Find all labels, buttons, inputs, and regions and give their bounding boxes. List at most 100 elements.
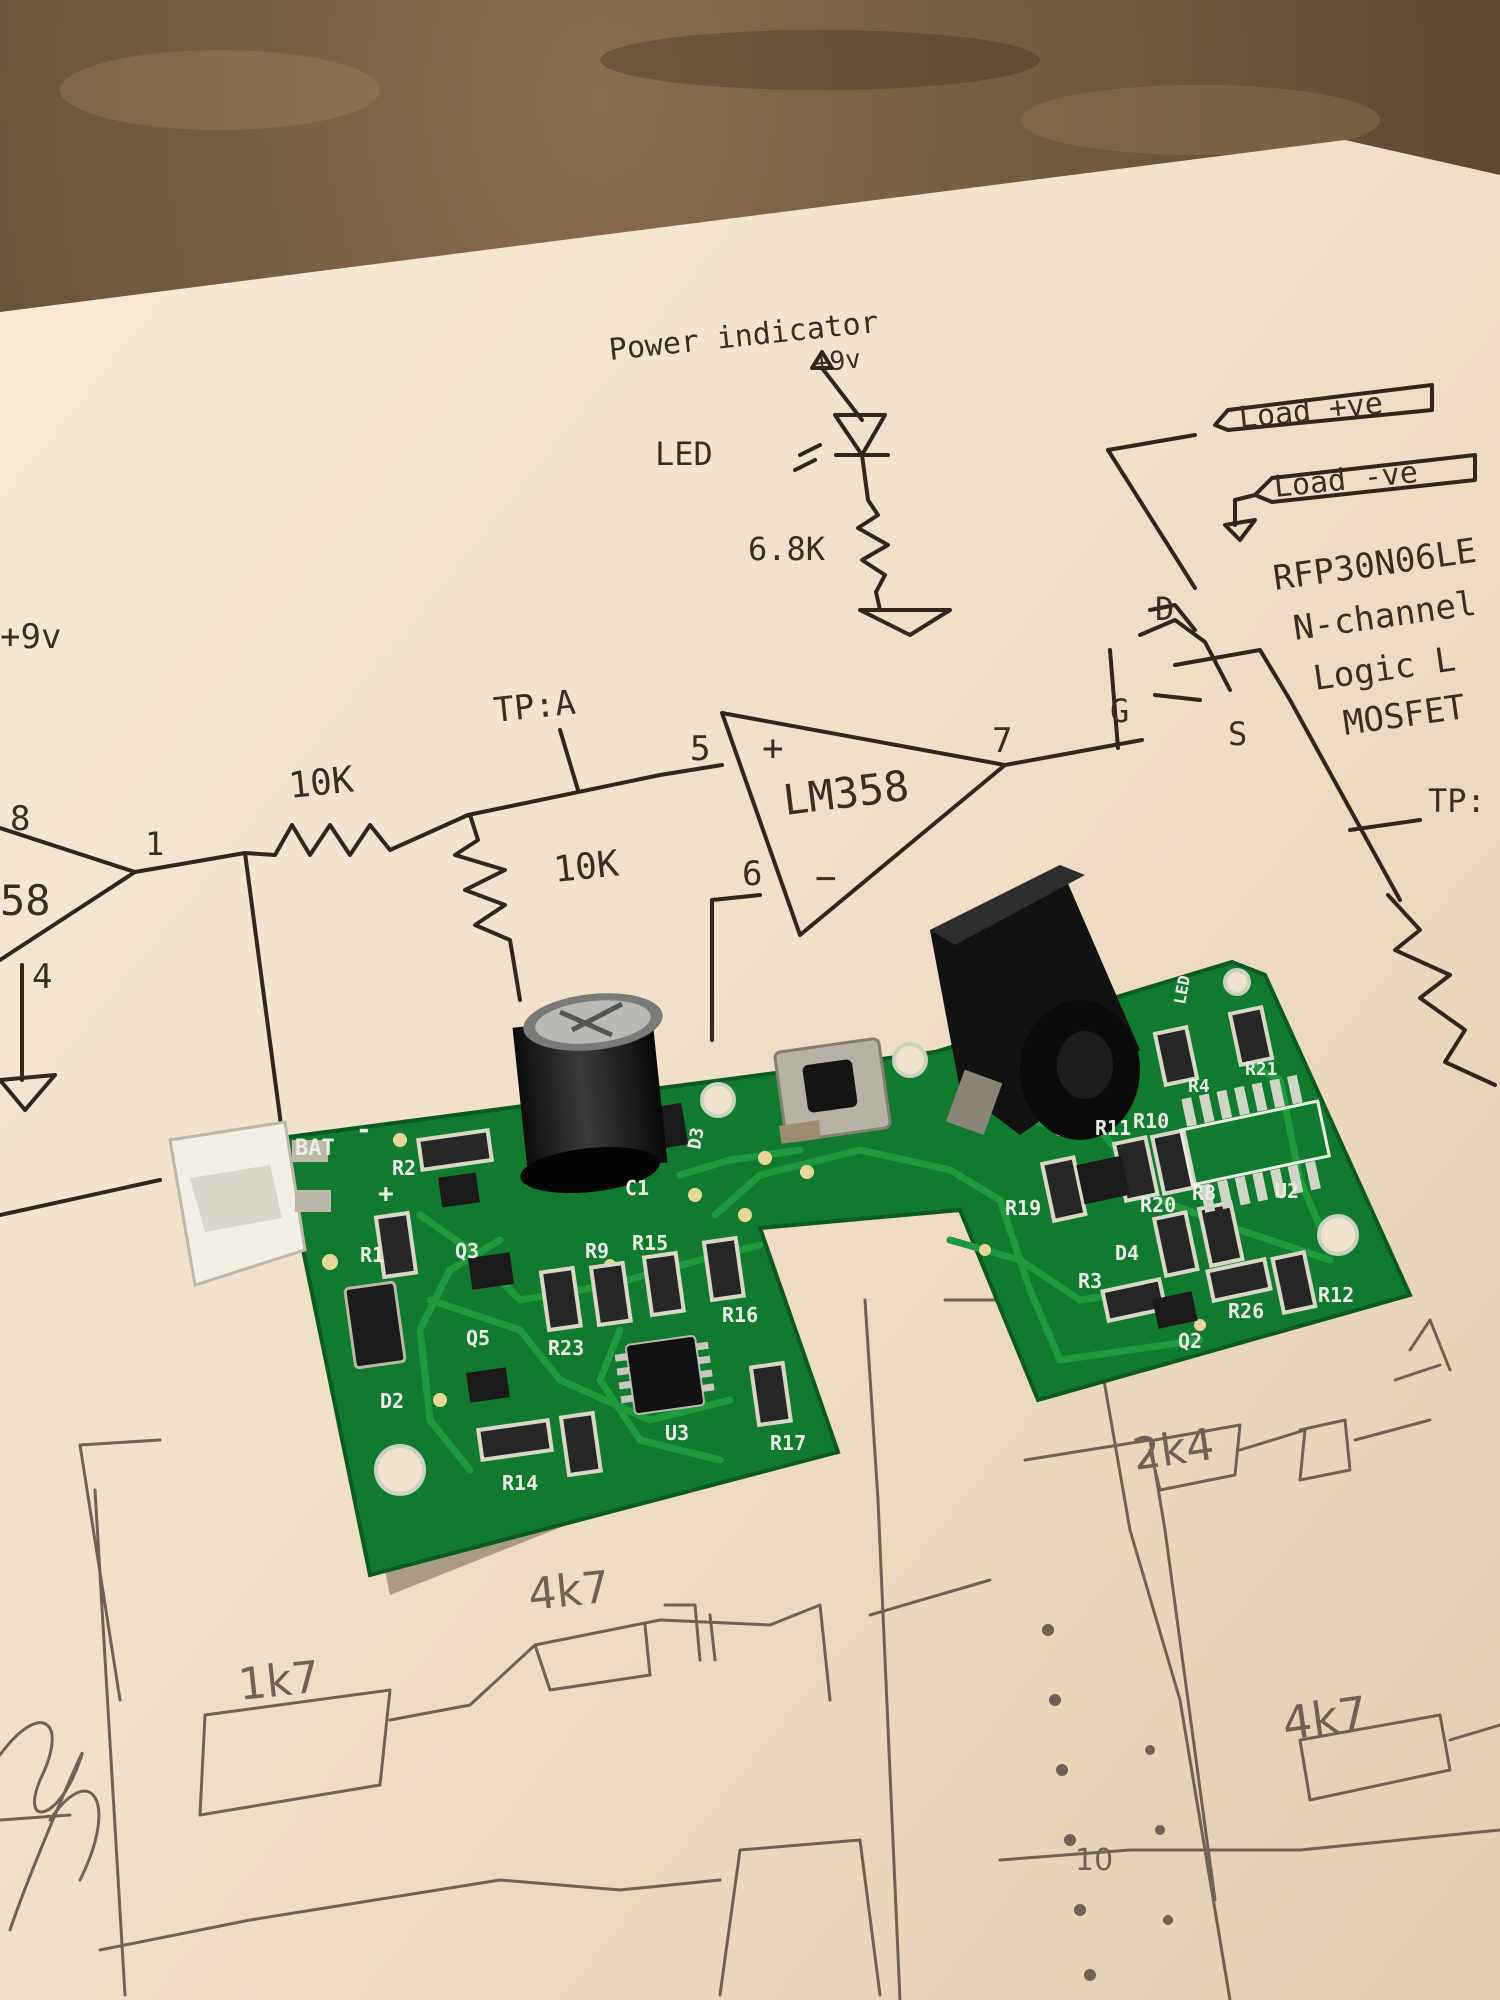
- dc-barrel-jack: [930, 865, 1140, 1140]
- pin-plus-label: +: [762, 728, 784, 769]
- table-texture: [60, 30, 1380, 155]
- silk-q3: Q3: [455, 1239, 479, 1263]
- silk-r11: R11: [1095, 1116, 1131, 1140]
- silk-d3: D3: [684, 1126, 708, 1151]
- load-wires: [1106, 433, 1257, 542]
- silk-r16: R16: [722, 1303, 758, 1327]
- silk-q2: Q2: [1178, 1329, 1202, 1353]
- silk-r9: R9: [585, 1239, 609, 1263]
- left-opamp-symbol: [0, 826, 137, 962]
- tp-b-label: TP:: [1428, 782, 1486, 820]
- resistor-r20: [1151, 1209, 1200, 1279]
- pencil-sketch: 2k4 4k7 1k7 4k7 10: [0, 1298, 1500, 2000]
- left-opamp-label: 58: [0, 876, 51, 925]
- resistor-r8: [1196, 1199, 1245, 1269]
- silk-r15: R15: [632, 1231, 668, 1255]
- silk-q5: Q5: [466, 1326, 490, 1350]
- silkscreen-labels: BAT R2 R1 D2 Q3 Q5 R9 R15 R16 R23 U3 R14…: [295, 974, 1354, 1495]
- pin-7-label: 7: [992, 721, 1012, 761]
- lm358-symbol: [720, 711, 1007, 937]
- silk-r10: R10: [1133, 1109, 1169, 1133]
- smd-components: [343, 1004, 1332, 1478]
- silk-d2: D2: [380, 1389, 404, 1413]
- pcb-board: BAT R2 R1 D2 Q3 Q5 R9 R15 R16 R23 U3 R14…: [168, 865, 1413, 1578]
- silk-r19: R19: [1005, 1196, 1041, 1220]
- left-ground-symbol: [0, 963, 162, 1217]
- tp-a-probe: [558, 728, 580, 792]
- resistor-6k8-label: 6.8K: [748, 530, 826, 568]
- transistor-q3: [438, 1172, 480, 1208]
- resistor-r9: [588, 1260, 634, 1328]
- pencil-2k4-label: 2k4: [1129, 1419, 1217, 1481]
- tp-a-label: TP:A: [492, 683, 578, 731]
- mounting-holes: [374, 968, 1359, 1496]
- resistor-r23: [538, 1265, 584, 1333]
- sense-resistor: [1386, 893, 1497, 1087]
- resistor-r15: [641, 1250, 687, 1318]
- silk-r1: R1: [360, 1243, 384, 1267]
- silk-r8: R8: [1192, 1181, 1216, 1205]
- pencil-scribble: [0, 1721, 101, 1932]
- silk-bat-plus: +: [378, 1179, 394, 1209]
- pencil-pin-10-label: 10: [1075, 1843, 1113, 1878]
- ic-u3-pins: [614, 1341, 715, 1404]
- load-neg-tag: [1253, 453, 1477, 504]
- supply-9v-label: +9v: [813, 344, 863, 379]
- u2-footprint: [1178, 1099, 1332, 1187]
- silk-led: LED: [1170, 974, 1194, 1006]
- supply-9v-left-label: +9v: [0, 617, 61, 657]
- silk-bat: BAT: [295, 1136, 335, 1161]
- resistor-r12: [1270, 1249, 1318, 1316]
- diode-d2: [343, 1280, 407, 1370]
- pencil-4k7-right-label: 4k7: [1279, 1686, 1371, 1751]
- resistor-r14: [475, 1418, 555, 1462]
- resistor-10k-series-label: 10K: [287, 759, 356, 807]
- pin-8-label: 8: [10, 799, 30, 839]
- mosfet-symbol: [1106, 448, 1402, 902]
- pin-4-label: 4: [32, 957, 52, 997]
- pin-6-label: 6: [742, 854, 762, 894]
- resistor-r21: [1227, 1004, 1275, 1068]
- silk-d4: D4: [1115, 1241, 1139, 1265]
- silk-r20: R20: [1140, 1193, 1176, 1217]
- resistor-10k-shunt-label: 10K: [552, 843, 621, 891]
- silk-r4: R4: [1188, 1076, 1210, 1097]
- led-emission-arrows: [793, 443, 822, 472]
- silk-bat-minus: -: [356, 1115, 372, 1145]
- silk-r21: R21: [1245, 1059, 1278, 1080]
- silk-c1: C1: [625, 1176, 649, 1200]
- pencil-4k7-top-label: 4k7: [526, 1562, 612, 1621]
- gate-label: G: [1110, 692, 1129, 730]
- pencil-pin-dots: [1042, 1624, 1173, 1981]
- silk-r26: R26: [1228, 1299, 1264, 1323]
- resistor-r17: [748, 1360, 794, 1428]
- transistor-d4-area: [1076, 1155, 1130, 1205]
- silk-u2: U2: [1275, 1179, 1299, 1203]
- pin-5-label: 5: [690, 729, 710, 769]
- battery-connector: [168, 1120, 331, 1287]
- lm358-wires: [710, 738, 1144, 1042]
- ic-u3: [624, 1334, 706, 1416]
- resistor-r4: [1152, 1024, 1200, 1088]
- led-label: LED: [655, 435, 713, 473]
- resistor-r2: [415, 1128, 495, 1172]
- tp-b-wire: [1348, 818, 1422, 832]
- input-resistor-network: [133, 763, 724, 1142]
- resistor-r16: [701, 1235, 747, 1303]
- resistor-r26: [1205, 1256, 1273, 1304]
- pin-minus-label: −: [815, 858, 837, 899]
- transistor-q2: [1152, 1291, 1198, 1329]
- transistor-q5a: [467, 1252, 515, 1290]
- tactile-switch: [773, 1037, 892, 1144]
- pencil-circuit-lines: [0, 1298, 1500, 2000]
- u2-pads: [1181, 1074, 1321, 1213]
- silk-r3: R3: [1078, 1269, 1102, 1293]
- capacitor-c1: [512, 993, 668, 1194]
- silk-r2: R2: [392, 1156, 416, 1180]
- silk-r14: R14: [502, 1471, 538, 1495]
- silk-r17: R17: [770, 1431, 806, 1455]
- silk-r23: R23: [548, 1336, 584, 1360]
- silk-u3: U3: [665, 1421, 689, 1445]
